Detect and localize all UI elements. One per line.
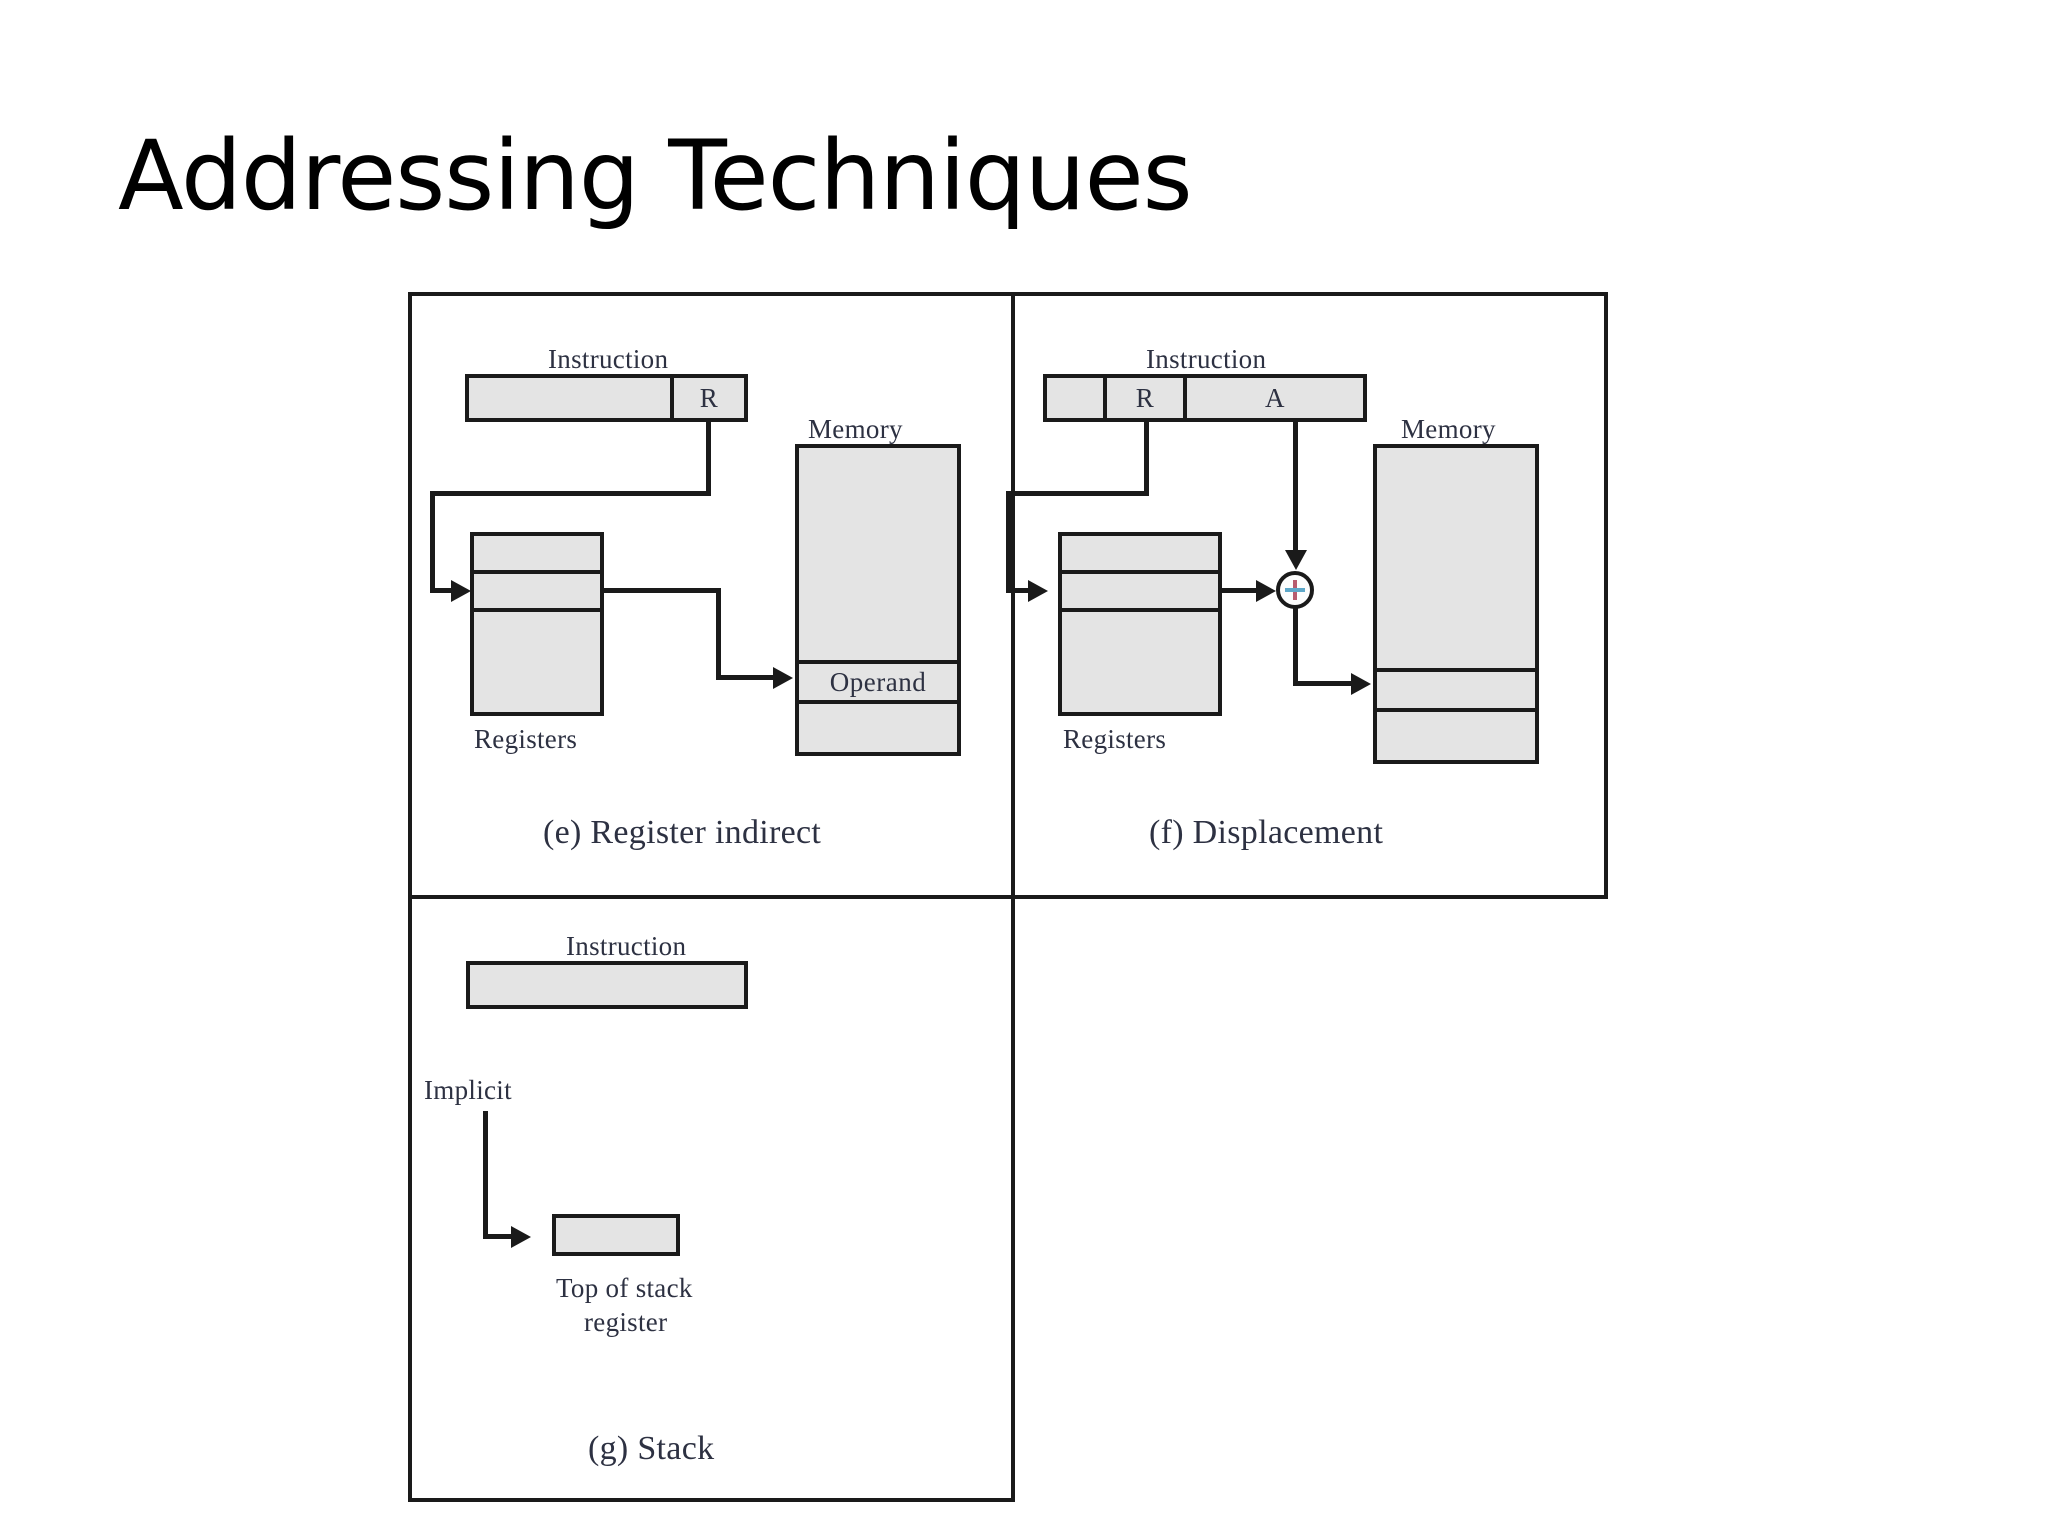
panel-border-stack: [408, 895, 1015, 1502]
arrow-into-registers-e: [451, 580, 471, 602]
connector-r-down-f: [1144, 422, 1149, 496]
register-cell-bottom-f: [1058, 608, 1222, 716]
addressing-modes-figure: Instruction R Memory Operand Registers: [408, 292, 1608, 1502]
memory-cell-lower-e: [795, 700, 961, 756]
connector-a-down-f: [1293, 422, 1298, 554]
memory-cell-upper-e: [795, 444, 961, 664]
connector-implicit-right-g: [483, 1234, 521, 1239]
panel-register-indirect: Instruction R Memory Operand Registers: [408, 292, 1015, 899]
implicit-label-g: Implicit: [424, 1075, 512, 1105]
register-cell-top-f: [1058, 532, 1222, 574]
arrow-into-operand-e: [773, 667, 793, 689]
connector-r-left-e: [430, 491, 711, 496]
top-of-stack-label-line1: Top of stack: [556, 1273, 693, 1303]
arrow-into-registers-f: [1028, 580, 1048, 602]
instruction-field-opcode-f: [1043, 374, 1107, 422]
panel-border-displacement: [1011, 292, 1608, 899]
instruction-box-g: [466, 961, 748, 1009]
panel-caption-displacement: (f) Displacement: [1149, 814, 1384, 851]
instruction-label-e: Instruction: [548, 344, 669, 374]
instruction-label-g: Instruction: [566, 931, 687, 961]
panel-caption-register-indirect: (e) Register indirect: [543, 814, 822, 851]
connector-adder-to-memory-f: [1293, 681, 1355, 686]
instruction-label-f: Instruction: [1146, 344, 1267, 374]
connector-r-to-reg-e: [430, 588, 462, 593]
connector-r-vert-e: [430, 491, 435, 591]
memory-cell-lower-f: [1373, 708, 1539, 764]
panel-stack: Instruction Implicit Top of stack regist…: [408, 895, 1015, 1502]
connector-reg-right-e: [601, 588, 721, 593]
connector-reg-to-memory-e: [716, 675, 778, 680]
register-cell-selected-f: [1058, 570, 1222, 612]
connector-r-left-f: [1006, 491, 1149, 496]
connector-adder-down-f: [1293, 607, 1298, 685]
memory-label-e: Memory: [808, 414, 903, 444]
top-of-stack-register-box: [552, 1214, 680, 1256]
connector-implicit-down-g: [483, 1111, 488, 1238]
top-of-stack-label-line2: register: [584, 1307, 668, 1337]
panel-caption-stack: (g) Stack: [588, 1430, 715, 1467]
memory-label-f: Memory: [1401, 414, 1496, 444]
connector-reg-down-e: [716, 588, 721, 678]
register-cell-top-e: [470, 532, 604, 574]
connector-r-to-reg-f: [1006, 588, 1038, 593]
memory-cell-upper-f: [1373, 444, 1539, 672]
arrow-into-adder-vertical-f: [1285, 550, 1307, 570]
panel-displacement: Instruction R A Memory Registers: [1006, 292, 1608, 899]
register-cell-selected-e: [470, 570, 604, 612]
instruction-field-a-f: A: [1183, 374, 1367, 422]
memory-cell-target-f: [1373, 668, 1539, 712]
connector-r-down-e: [706, 422, 711, 496]
register-cell-bottom-e: [470, 608, 604, 716]
arrow-into-top-of-stack-g: [511, 1226, 531, 1248]
instruction-field-r-e: R: [670, 374, 748, 422]
arrow-into-memory-f: [1351, 673, 1371, 695]
registers-label-f: Registers: [1063, 724, 1167, 754]
instruction-field-r-f: R: [1103, 374, 1187, 422]
instruction-field-opcode-e: [465, 374, 674, 422]
connector-r-vert-f: [1006, 491, 1011, 591]
page-title: Addressing Techniques: [118, 120, 1193, 232]
registers-label-e: Registers: [474, 724, 578, 754]
arrow-into-adder-horizontal-f: [1256, 580, 1276, 602]
connector-reg-to-adder-f: [1219, 588, 1267, 593]
memory-cell-operand-e: Operand: [795, 660, 961, 704]
adder-icon: [1276, 571, 1314, 609]
